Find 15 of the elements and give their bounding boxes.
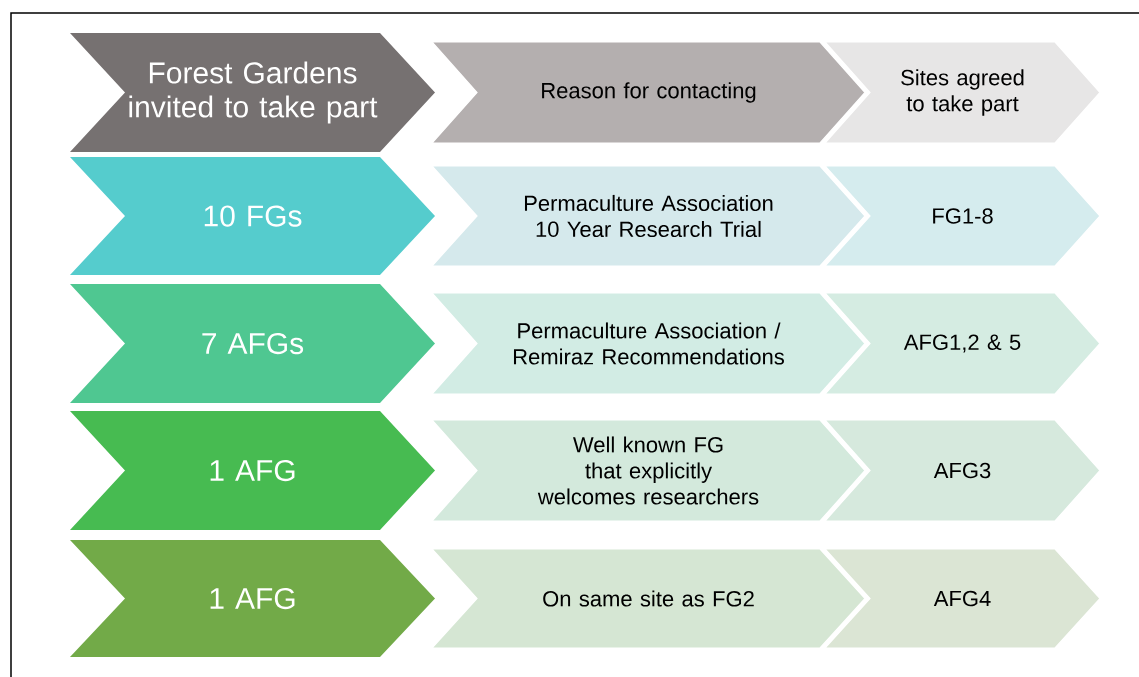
chevron-box: 1 AFG [70, 540, 435, 657]
chevron-box: 10 FGs [70, 157, 435, 275]
chevron-box: 7 AFGs [70, 284, 435, 403]
chevron-box: Well known FG that explicitly welcomes researchers [430, 419, 866, 522]
chevron-box: Reason for contacting [430, 41, 866, 144]
chevron-box: FG1-8 [823, 165, 1101, 267]
chevron-box: Forest Gardens invited to take part [70, 33, 435, 152]
chevron-box: AFG3 [823, 419, 1101, 522]
chevron-box: On same site as FG2 [430, 548, 866, 649]
chevron-box: Sites agreed to take part [823, 41, 1101, 144]
chevron-box: AFG1,2 & 5 [823, 292, 1101, 395]
chevron-box: AFG4 [823, 548, 1101, 649]
chevron-box: 1 AFG [70, 411, 435, 530]
chevron-box: Permaculture Association / Remiraz Recommendations [430, 292, 866, 395]
chevron-box: Permaculture Association 10 Year Research Trial [430, 165, 866, 267]
